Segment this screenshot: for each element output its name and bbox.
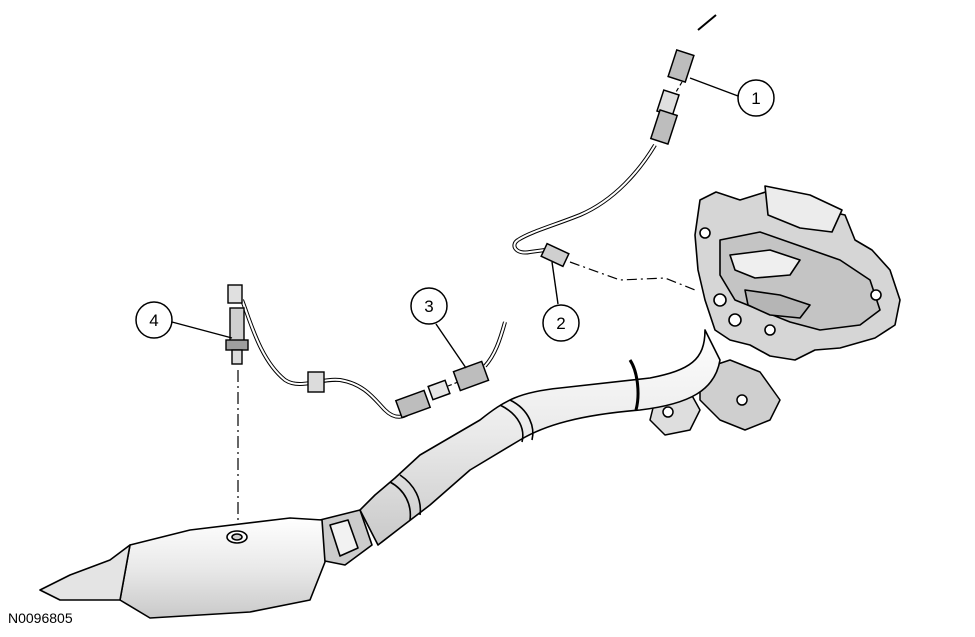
upstream-sensor-harness bbox=[512, 14, 717, 291]
callout-2-label: 2 bbox=[556, 314, 565, 333]
callout-1: 1 bbox=[689, 77, 775, 117]
callout-1-label: 1 bbox=[751, 89, 760, 108]
figure-id: N0096805 bbox=[8, 610, 73, 626]
callout-4: 4 bbox=[135, 301, 233, 339]
callout-3: 3 bbox=[410, 287, 467, 369]
exhaust-pipe bbox=[359, 329, 721, 546]
callout-2: 2 bbox=[542, 261, 580, 342]
catalytic-converter bbox=[39, 509, 373, 619]
downstream-sensor-harness bbox=[225, 284, 507, 520]
callout-3-label: 3 bbox=[424, 297, 433, 316]
exhaust-manifold bbox=[694, 185, 901, 361]
callout-4-label: 4 bbox=[149, 311, 158, 330]
